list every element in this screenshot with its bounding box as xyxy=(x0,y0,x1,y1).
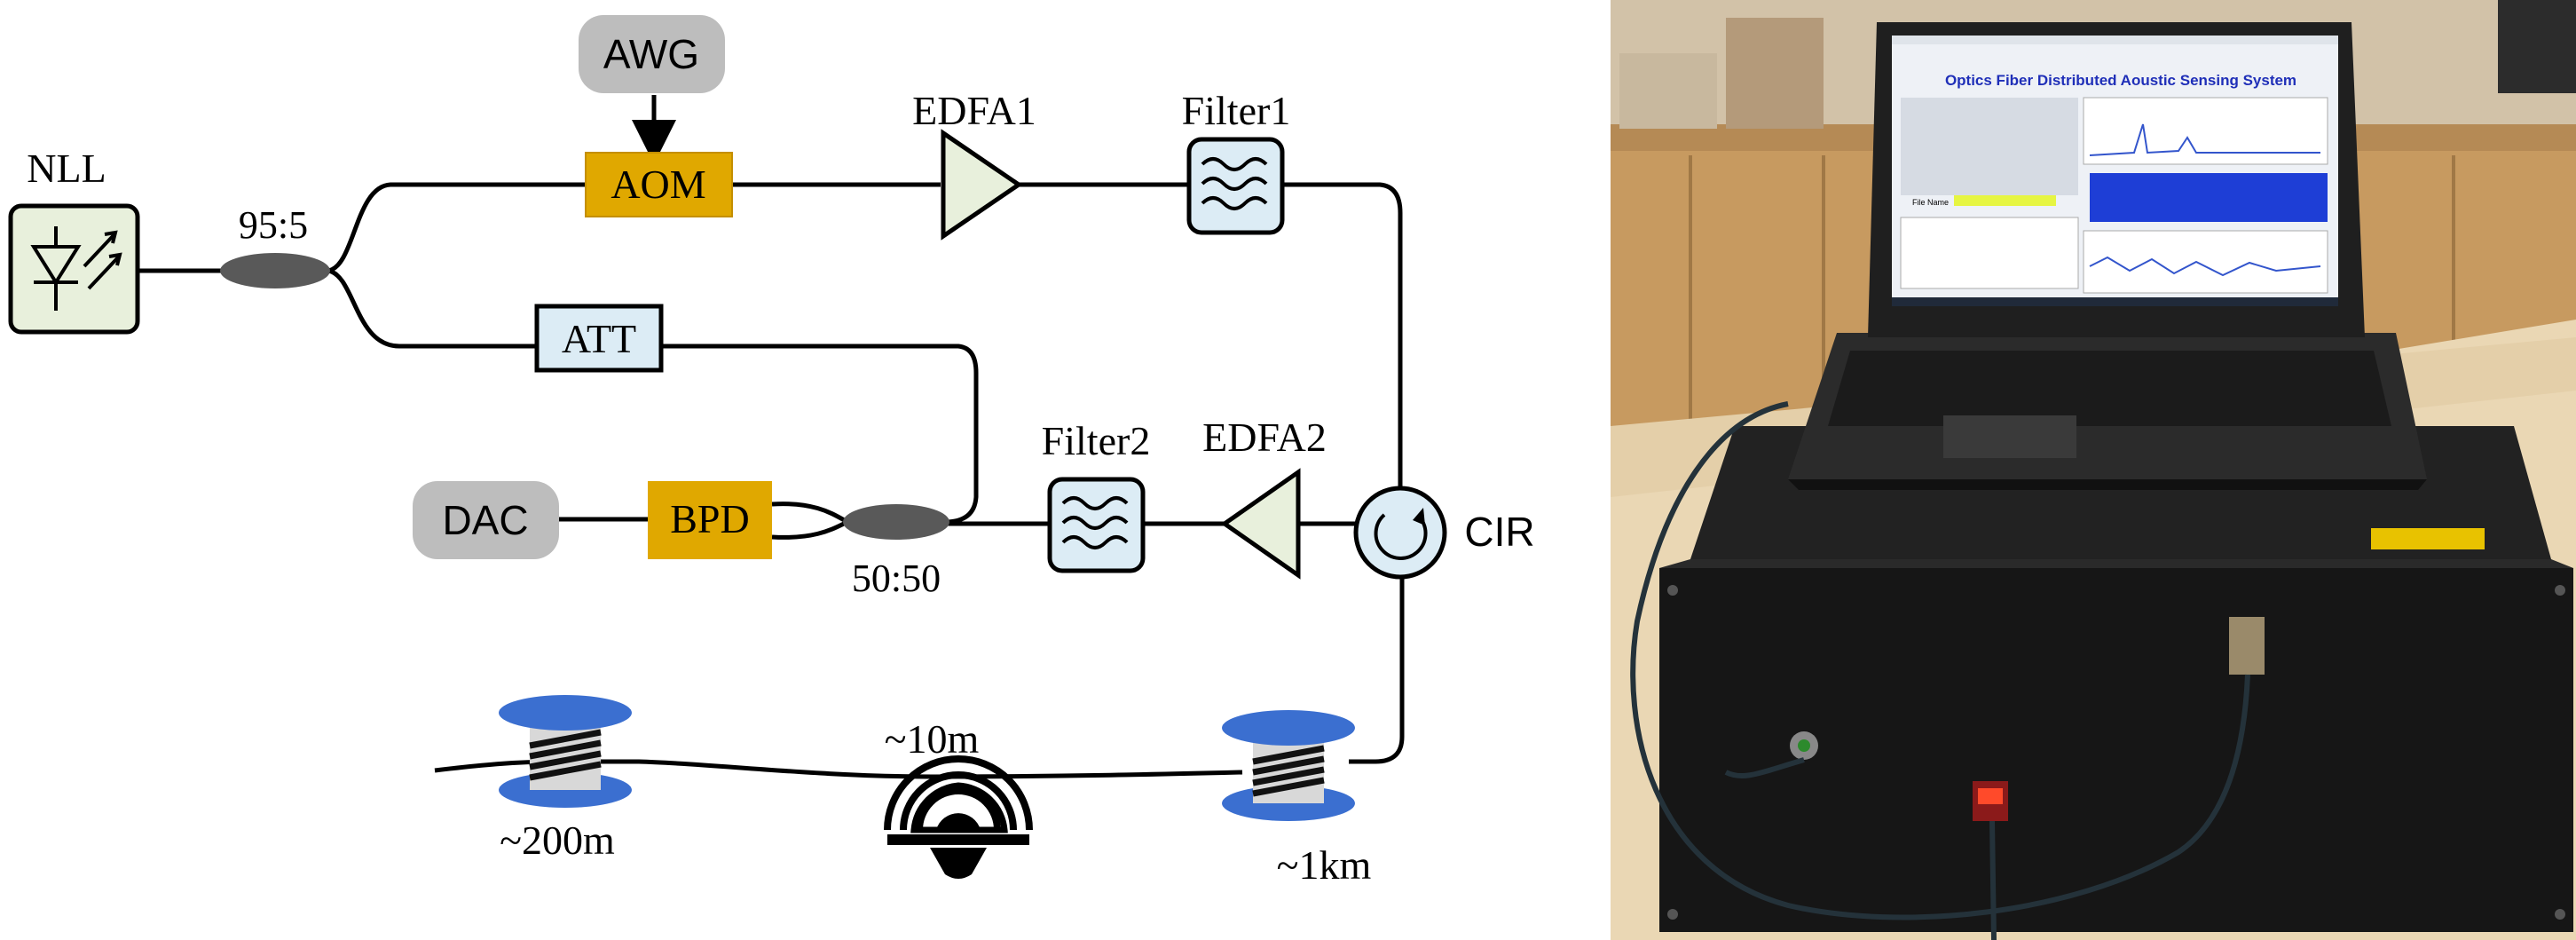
acoustic-source-icon xyxy=(884,755,1033,879)
setup-photo: Optics Fiber Distributed Aoustic Sensing… xyxy=(1611,0,2576,940)
fiber-spool-1km xyxy=(1222,710,1355,821)
coupler-95-5 xyxy=(220,253,330,288)
caution-label xyxy=(2371,528,2485,549)
filter-wave-icon xyxy=(1061,496,1129,549)
awg-label: AWG xyxy=(603,31,699,77)
amplifier-triangle-icon xyxy=(941,129,1023,241)
filter1-label: Filter1 xyxy=(1182,88,1291,133)
screen-heatmap xyxy=(2090,173,2328,222)
network-port xyxy=(2229,617,2265,675)
edfa1-label: EDFA1 xyxy=(912,88,1036,133)
fiber-lines xyxy=(138,182,1405,779)
coupler-50-50-label: 50:50 xyxy=(852,557,941,600)
filter-wave-icon xyxy=(1201,157,1268,210)
filter2-block xyxy=(1047,477,1146,573)
spool-200m-label: ~200m xyxy=(500,818,615,863)
spool-1km-label: ~1km xyxy=(1277,842,1372,888)
awg-block: AWG xyxy=(579,15,725,93)
nll-block xyxy=(8,203,140,335)
das-instrument-box xyxy=(1659,426,2573,932)
nll-label: NLL xyxy=(27,146,106,191)
screen-title: Optics Fiber Distributed Aoustic Sensing… xyxy=(1945,72,2296,89)
circulator-icon xyxy=(1374,508,1428,560)
shelf-box xyxy=(1726,18,1824,129)
fiber-spool-icon xyxy=(529,729,602,781)
att-block: ATT xyxy=(534,304,664,373)
fiber-spool-200m xyxy=(499,695,632,808)
dac-block: DAC xyxy=(413,481,559,559)
touchpad xyxy=(1943,415,2076,458)
setup-diagram: AWG AOM NLL 95:5 EDFA1 Filter1 xyxy=(8,15,1535,888)
fiber-spool-icon xyxy=(1252,745,1325,797)
laptop: Optics Fiber Distributed Aoustic Sensing… xyxy=(1788,22,2427,490)
filter2-label: Filter2 xyxy=(1042,418,1151,463)
coupler-95-5-label: 95:5 xyxy=(239,203,308,247)
background-monitor xyxy=(2498,0,2576,93)
circulator-block xyxy=(1353,486,1447,580)
cables xyxy=(1630,401,2250,940)
bpd-block: BPD xyxy=(648,481,772,559)
edfa2-label: EDFA2 xyxy=(1202,415,1327,460)
laser-diode-icon xyxy=(30,226,122,311)
dac-label: DAC xyxy=(442,497,528,543)
amplifier-triangle-icon xyxy=(1220,468,1301,580)
aom-label: AOM xyxy=(611,162,705,207)
aom-block: AOM xyxy=(585,152,733,217)
coupler-50-50 xyxy=(843,504,949,540)
link-10m-label: ~10m xyxy=(885,716,980,762)
att-label: ATT xyxy=(562,316,636,361)
cir-label: CIR xyxy=(1464,509,1534,555)
filter1-block xyxy=(1186,137,1285,235)
bpd-label: BPD xyxy=(670,496,749,541)
screen-file-name-label: File Name xyxy=(1912,198,1949,207)
